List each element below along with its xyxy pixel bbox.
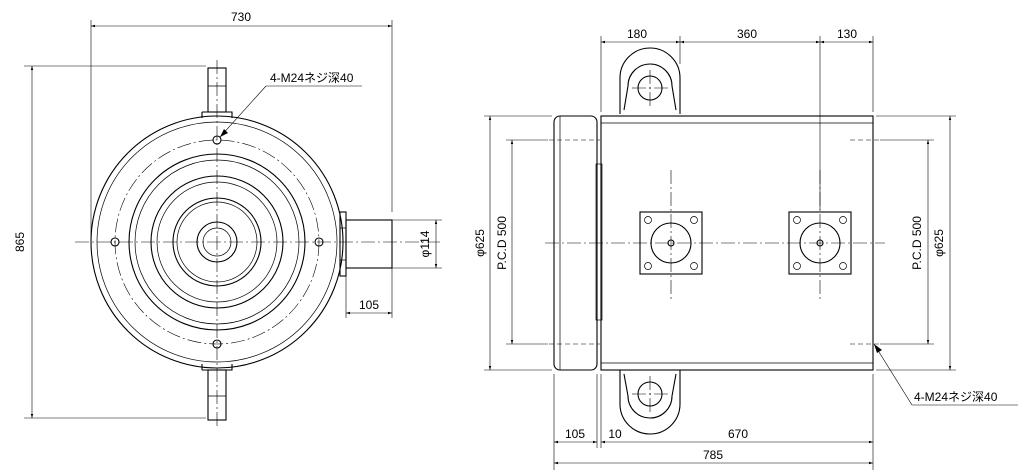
right-dia-label: φ625 [932,229,946,257]
height-dim-label: 865 [13,232,27,252]
pipe-flange [339,211,347,277]
front-tap-note: 4-M24ネジ深40 [270,71,354,85]
pipe-length-label: 105 [359,298,379,312]
bottom-dim-1: 105 [565,427,585,441]
side-pipe [345,219,393,269]
flange-spacer [595,163,603,321]
right-pcd-label: P.C.D 500 [910,216,924,270]
left-pcd-label: P.C.D 500 [495,216,509,270]
pipe-dia-label: φ114 [418,230,432,257]
top-dim-2: 360 [737,27,757,41]
top-dim-1: 180 [627,27,647,41]
bottom-lifting-eye [619,370,681,435]
top-lifting-eye [619,47,681,114]
bottom-dim-3: 670 [728,427,748,441]
side-view: 180 360 130 105 10 670 785 φ625 P.C.D 50… [473,27,1018,470]
total-length-label: 785 [703,448,723,462]
side-tap-note: 4-M24ネジ深40 [914,390,998,404]
left-dia-label: φ625 [473,229,487,257]
front-view: 730 865 φ114 105 4-M24ネジ深40 [13,10,442,428]
bottom-dim-2: 10 [608,427,622,441]
width-dim-label: 730 [231,10,251,24]
top-dim-3: 130 [837,27,857,41]
